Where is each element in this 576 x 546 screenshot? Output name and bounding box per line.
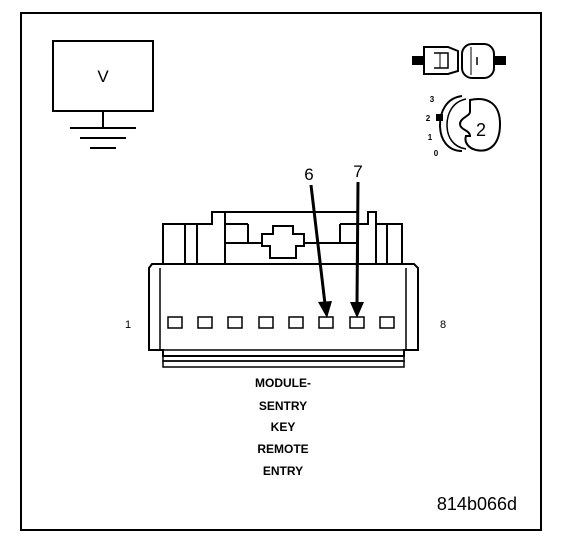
callout-pin-6-label: 6: [304, 165, 313, 184]
selector-switch-icon: 3 2 1 0 2: [426, 95, 502, 158]
callout-pin-7-label: 7: [353, 162, 362, 181]
pin-cavity-8: [379, 316, 395, 329]
voltmeter-symbol: V: [97, 67, 109, 86]
switch-selected-marker: [436, 114, 443, 121]
pin-cavity-6: [318, 316, 334, 329]
pin-number-first: 1: [125, 319, 131, 331]
pin-cavity-7: [349, 316, 365, 329]
voltmeter: V: [52, 40, 154, 149]
probe-connector-icon: [412, 43, 506, 79]
pin-cavity-4: [258, 316, 274, 329]
sentry-key-connector: 1 8: [125, 211, 446, 368]
pin-cavity-3: [227, 316, 243, 329]
caption-line-5: ENTRY: [263, 464, 303, 478]
figure-id: 814b066d: [437, 494, 517, 514]
caption-line-3: KEY: [271, 420, 296, 434]
callout-pin-7: 7: [350, 162, 364, 318]
switch-position-2: 2: [426, 114, 431, 123]
caption-line-1: MODULE-: [255, 376, 311, 390]
switch-position-0: 0: [434, 149, 439, 158]
switch-badge: 2: [476, 120, 486, 140]
pin-cavity-5: [288, 316, 304, 329]
callout-pin-6: 6: [304, 165, 332, 318]
pin-cavity-1: [167, 316, 183, 329]
diagram-frame: [20, 12, 542, 531]
caption-line-4: REMOTE: [257, 442, 308, 456]
switch-position-3: 3: [430, 95, 435, 104]
caption-line-2: SENTRY: [259, 399, 307, 413]
ground-icon: [70, 127, 136, 149]
switch-position-1: 1: [428, 133, 433, 142]
connector-caption: MODULE- SENTRY KEY REMOTE ENTRY: [255, 376, 311, 478]
pin-cavity-2: [197, 316, 213, 329]
pin-number-last: 8: [440, 319, 446, 331]
